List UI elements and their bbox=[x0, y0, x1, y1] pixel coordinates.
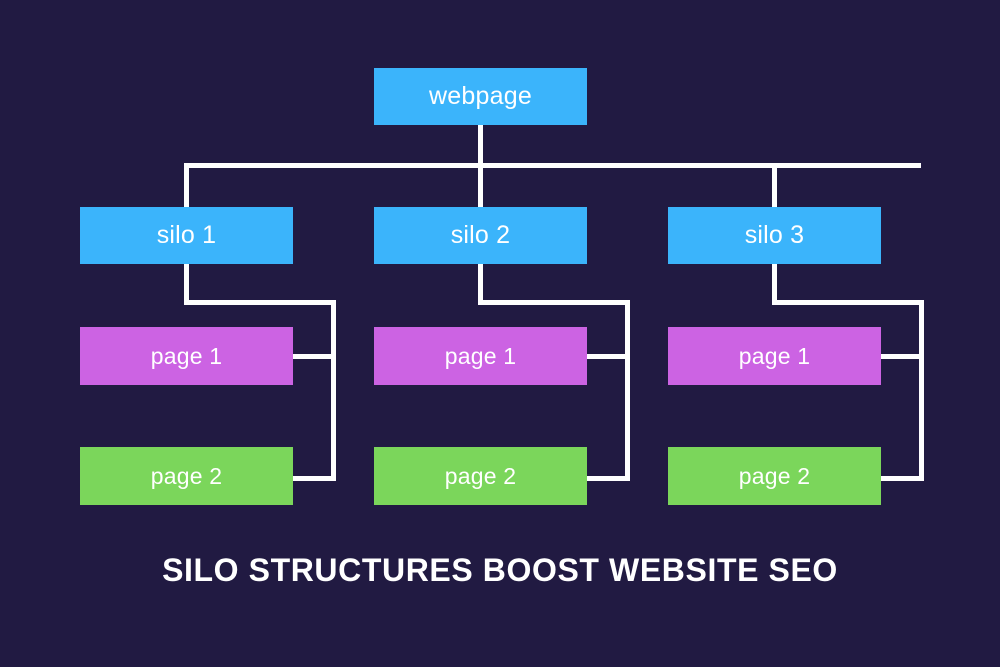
diagram-caption: SILO STRUCTURES BOOST WEBSITE SEO bbox=[162, 552, 838, 588]
node-silo-1[interactable]: silo 1 bbox=[80, 207, 293, 264]
node-silo-2-page-1[interactable]: page 1 bbox=[374, 327, 587, 385]
node-silo-3[interactable]: silo 3 bbox=[668, 207, 881, 264]
connector-silo-1-rail bbox=[184, 263, 336, 481]
node-silo-1-page-1[interactable]: page 1 bbox=[80, 327, 293, 385]
node-silo-3-page-2[interactable]: page 2 bbox=[668, 447, 881, 505]
node-silo-1-page-2[interactable]: page 2 bbox=[80, 447, 293, 505]
node-silo-2[interactable]: silo 2 bbox=[374, 207, 587, 264]
node-silo-3-page-1[interactable]: page 1 bbox=[668, 327, 881, 385]
connector-silo-2-rail bbox=[478, 263, 630, 481]
connector-silo-3-rail bbox=[772, 263, 924, 481]
node-silo-2-page-2[interactable]: page 2 bbox=[374, 447, 587, 505]
node-webpage[interactable]: webpage bbox=[374, 68, 587, 125]
